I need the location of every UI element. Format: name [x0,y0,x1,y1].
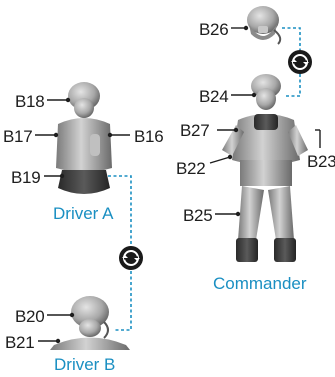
part-label-b17: B17 [3,127,33,146]
part-label-b22: B22 [176,159,206,178]
part-label-b21: B21 [5,333,35,352]
part-label-b16: B16 [134,127,164,146]
caption-driver-a: Driver A [53,204,114,223]
part-label-b24: B24 [199,87,229,106]
dashed-connectors [108,27,301,331]
caption-commander: Commander [213,274,307,293]
part-label-b18: B18 [15,92,45,111]
driver-a-figure [56,82,112,194]
rotate-swap-icon [288,50,312,74]
part-label-b23: B23 [307,152,335,171]
part-label-b26: B26 [199,20,229,39]
commander-figure [222,74,308,262]
part-label-b27: B27 [180,121,210,140]
part-label-b20: B20 [15,307,45,326]
caption-driver-b: Driver B [54,355,116,374]
part-label-b19: B19 [11,168,41,187]
leader-lines [35,27,321,342]
helmet-head-b26-part [247,6,282,45]
leader-dots [53,25,257,344]
rotate-swap-icon [119,246,143,270]
driver-b-figure [50,296,130,350]
part-label-b25: B25 [183,206,213,225]
